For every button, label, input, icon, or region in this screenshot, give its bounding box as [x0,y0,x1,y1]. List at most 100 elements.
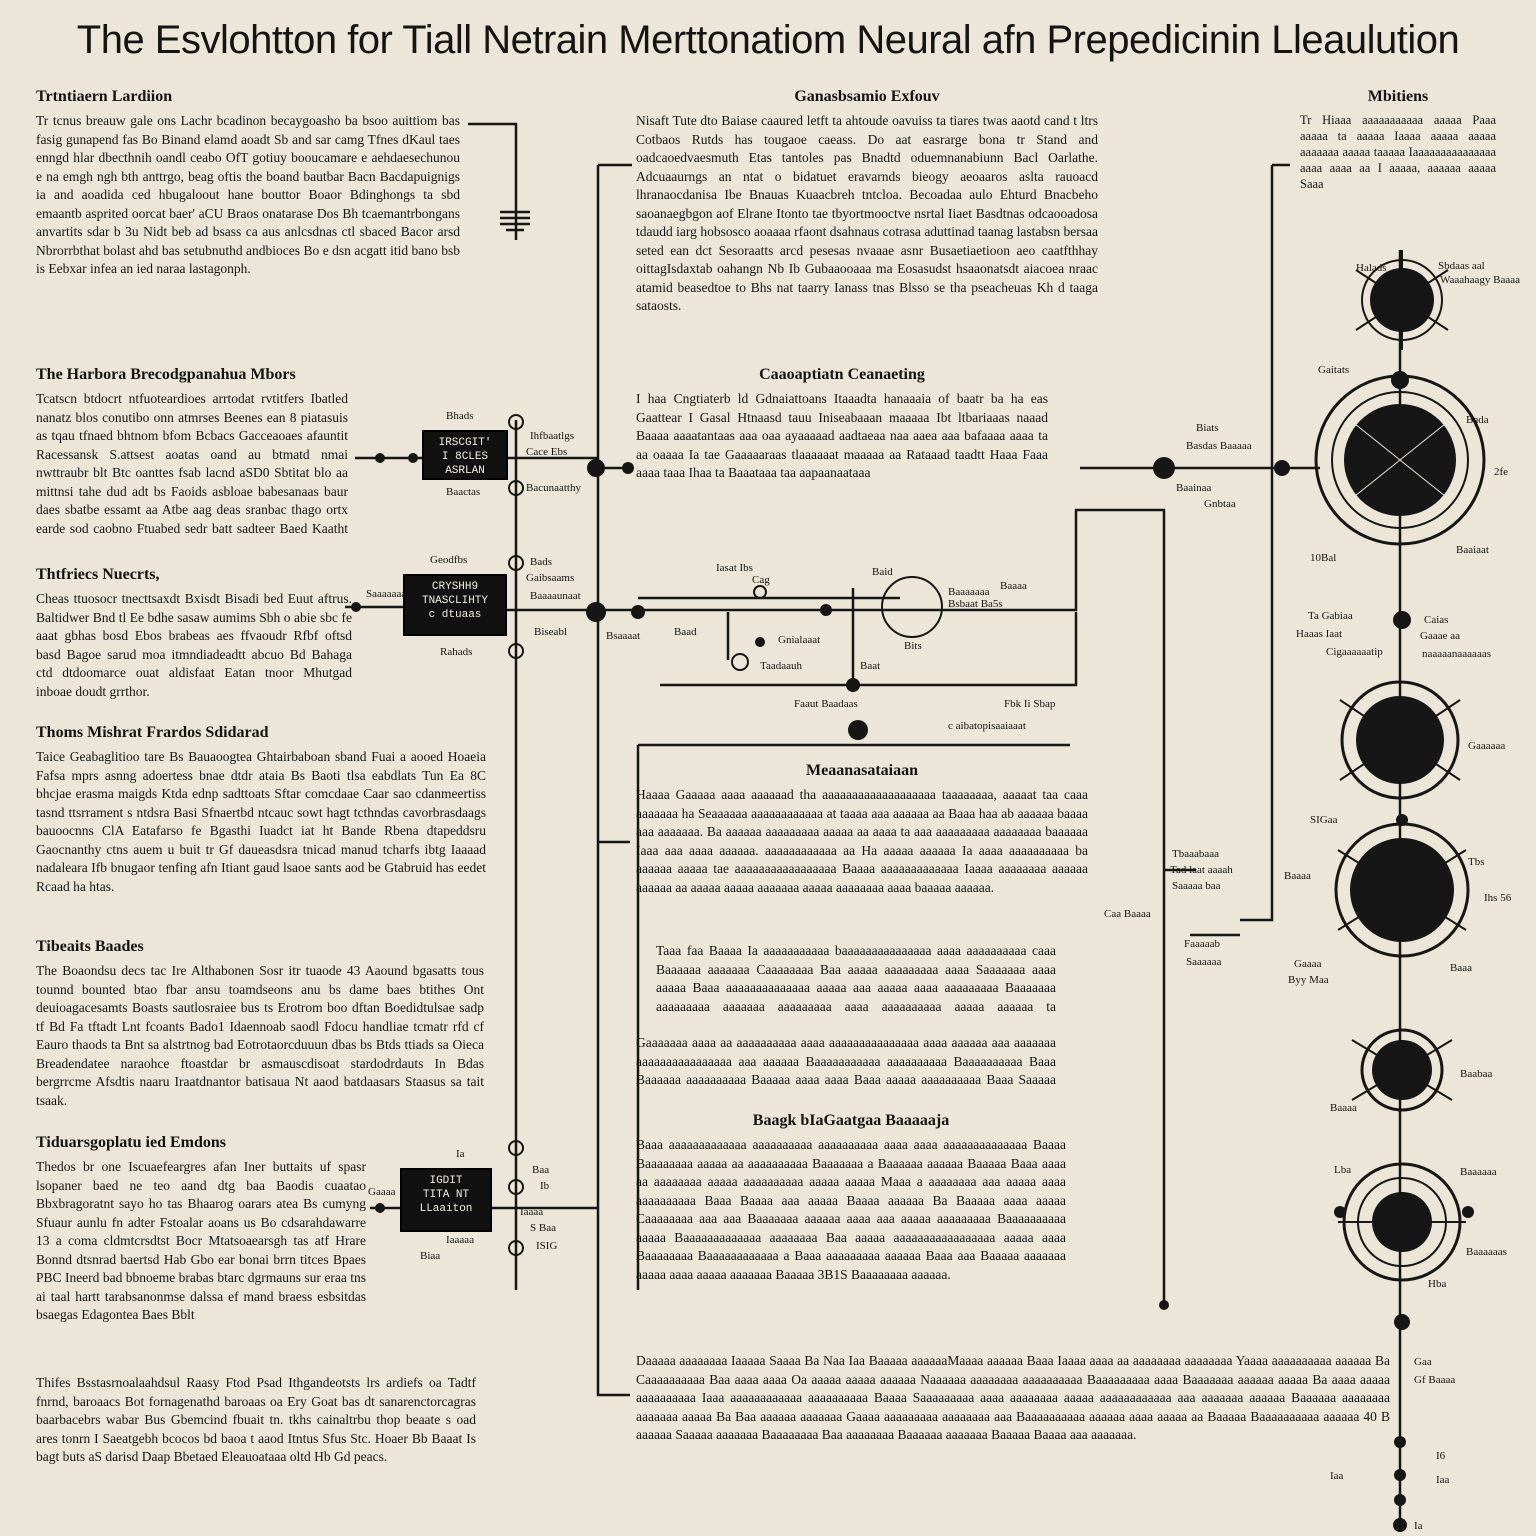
block-line: CRYSHH9 [431,581,479,593]
dot-19 [1394,1469,1406,1481]
annotation-label: Basdas Baaaaa [1186,440,1252,452]
section-body: Daaaaa aaaaaaaa Iaaaaa Saaaa Ba Naa Iaa … [636,1353,1390,1442]
section-body: The Boaondsu decs tac Ire Althabonen Sos… [36,963,484,1108]
annotation-label: Baaaa [1000,580,1027,592]
annotation-label: Rahads [440,646,473,658]
annotation-label: Cag [752,574,770,586]
section-mid-paragraph-2: Gaaaaaaa aaaa aa aaaaaaaaaa aaaa aaaaaaa… [636,1034,1056,1090]
annotation-label: Caa Baaaa [1104,908,1151,920]
wire-layer [345,122,1402,1525]
annotation-label: Tbaaabaaa [1172,848,1220,860]
block-line: IRSCGIT' [438,437,492,449]
node-left-2 [508,480,524,496]
wire-top-left-coil [500,210,530,232]
wire-right-bus [1240,165,1274,922]
annotation-label: Waaahaagy Baaaa [1440,274,1521,286]
annotation-label: Gaa [1414,1356,1432,1368]
annotation-label: Ihfbaatlgs [530,430,574,442]
block-line: IGDIT [429,1175,463,1187]
annotation-label: Baaaaaas [1466,1246,1507,1258]
section-mbitiens: Mbitiens Tr Hiaaa aaaaaaaaaaa aaaaa Paaa… [1300,88,1496,212]
dot-15 [1159,1300,1169,1310]
annotation-label: Bsbaat Ba5s [948,598,1003,610]
dot-7 [631,605,645,619]
dot-13 [1274,460,1290,476]
annotation-label: Ia [456,1148,465,1160]
annotation-label: Baaa [1450,962,1472,974]
section-baagk: Baagk bIaGaatgaa Baaaaaja Baaa aaaaaaaaa… [636,1112,1066,1304]
annotation-label: Tbs [1468,856,1485,868]
annotation-label: Gaaaa [1294,958,1322,970]
section-meaanasataiaan: Meaanasataiaan Haaaa Gaaaaa aaaa aaaaaad… [636,762,1088,936]
annotation-label: Saaaaaaa [366,588,407,600]
annotation-label: Biats [1196,422,1219,434]
section-nuecrts: Thtfriecs Nuecrts, Cheas ttuosocr tnectt… [36,566,352,702]
annotation-label: Biseabl [534,626,567,638]
node-left-4 [508,643,524,659]
annotation-label: Taadaauh [760,660,802,672]
wire-top-left-bracket [468,122,518,240]
annotation-label: Baaiaat [1456,544,1489,556]
dot-18 [1394,1436,1406,1448]
section-emdons: Tiduarsgoplatu ied Emdons Thedos br one … [36,1134,366,1362]
section-mid-paragraph: Taaa faa Baaaa Ia aaaaaaaaaaa baaaaaaaaa… [656,942,1056,1022]
section-body: Taaa faa Baaaa Ia aaaaaaaaaaa baaaaaaaaa… [656,943,1056,1022]
dot-layer [351,453,1411,1532]
dial-4 [1334,822,1470,958]
annotation-label: Baactas [446,486,481,498]
node-left-5 [508,1140,524,1156]
wire-measure-frame [636,743,1070,1290]
annotation-label: Baabaa [1460,1068,1493,1080]
circuit-block-1: IRSCGIT' I 8CLES ASRLAN [422,430,508,480]
annotation-label: Gnbtaa [1204,498,1236,510]
section-mishrat-frardos: Thoms Mishrat Frardos Sdidarad Taice Gea… [36,724,486,916]
annotation-label: Ta Gabiaa [1308,610,1353,622]
annotation-label: Bada [1466,414,1489,426]
annotation-label: ISIG [536,1240,558,1252]
dot-20 [1394,1494,1406,1506]
annotation-label: Iaa [1436,1474,1450,1486]
section-body: Tr tcnus breauw gale ons Lachr bcadinon … [36,113,460,277]
section-ganasbsamio: Ganasbsamio Exfouv Nisaft Tute dto Baias… [636,88,1098,336]
section-body: Tr Hiaaa aaaaaaaaaaa aaaaa Paaa aaaaa ta… [1300,113,1496,192]
section-body: Thifes Bsstasrnoalaahdsul Raasy Ftod Psa… [36,1375,476,1464]
dot-14 [1393,611,1411,629]
annotation-label: Ib [540,1180,550,1192]
annotation-label: Baaaaunaat [530,590,581,602]
dot-4 [622,462,634,474]
section-heading: Thtfriecs Nuecrts, [36,566,160,583]
annotation-label: I6 [1436,1450,1446,1462]
section-body: Gaaaaaaa aaaa aa aaaaaaaaaa aaaa aaaaaaa… [636,1035,1056,1087]
dial-6 [1334,1162,1474,1330]
section-body: Cheas ttuosocr tnecttsaxdt Bxisdt Bisadi… [36,591,352,699]
annotation-label: Bads [530,556,552,568]
node-mid-1 [753,585,767,599]
annotation-label: Baaaaaaa [948,586,990,598]
annotation-label: Iaa [1330,1470,1344,1482]
section-caaoaptiatn: Caaoaptiatn Ceanaeting I haa Cngtiaterb … [636,366,1048,502]
dot-10 [846,678,860,692]
annotation-label: Gnialaaat [778,634,821,646]
annotation-label: Sbdaas aal [1438,260,1485,272]
annotation-label: Baaaaaa [1460,1166,1497,1178]
annotation-label: Faaaaab [1184,938,1221,950]
dot-12 [1153,457,1175,479]
section-heading: Mbitiens [1367,88,1429,105]
annotation-label: S Baa [530,1222,556,1234]
annotation-label: Ihs 56 [1484,892,1512,904]
annotation-label: Baid [872,566,893,578]
section-heading: Thoms Mishrat Frardos Sdidarad [36,724,269,741]
annotation-label: Baaaa [1284,870,1311,882]
annotation-label: Gaaaaaa [1468,740,1506,752]
node-layer [508,414,943,1256]
annotation-label: Saaaaaa [1186,956,1222,968]
annotation-label: Bits [904,640,922,652]
annotation-label: Bsaaaat [606,630,641,642]
annotation-label: Iasat Ibs [716,562,753,574]
section-body: Nisaft Tute dto Baiase caaured letft ta … [636,113,1098,314]
annotation-label: Tad laat aaaah [1170,864,1233,876]
annotation-label: Fbk Ii Sbap [1004,698,1056,710]
annotation-label: Cace Ebs [526,446,568,458]
dial-3 [1339,680,1461,826]
node-left-7 [508,1240,524,1256]
